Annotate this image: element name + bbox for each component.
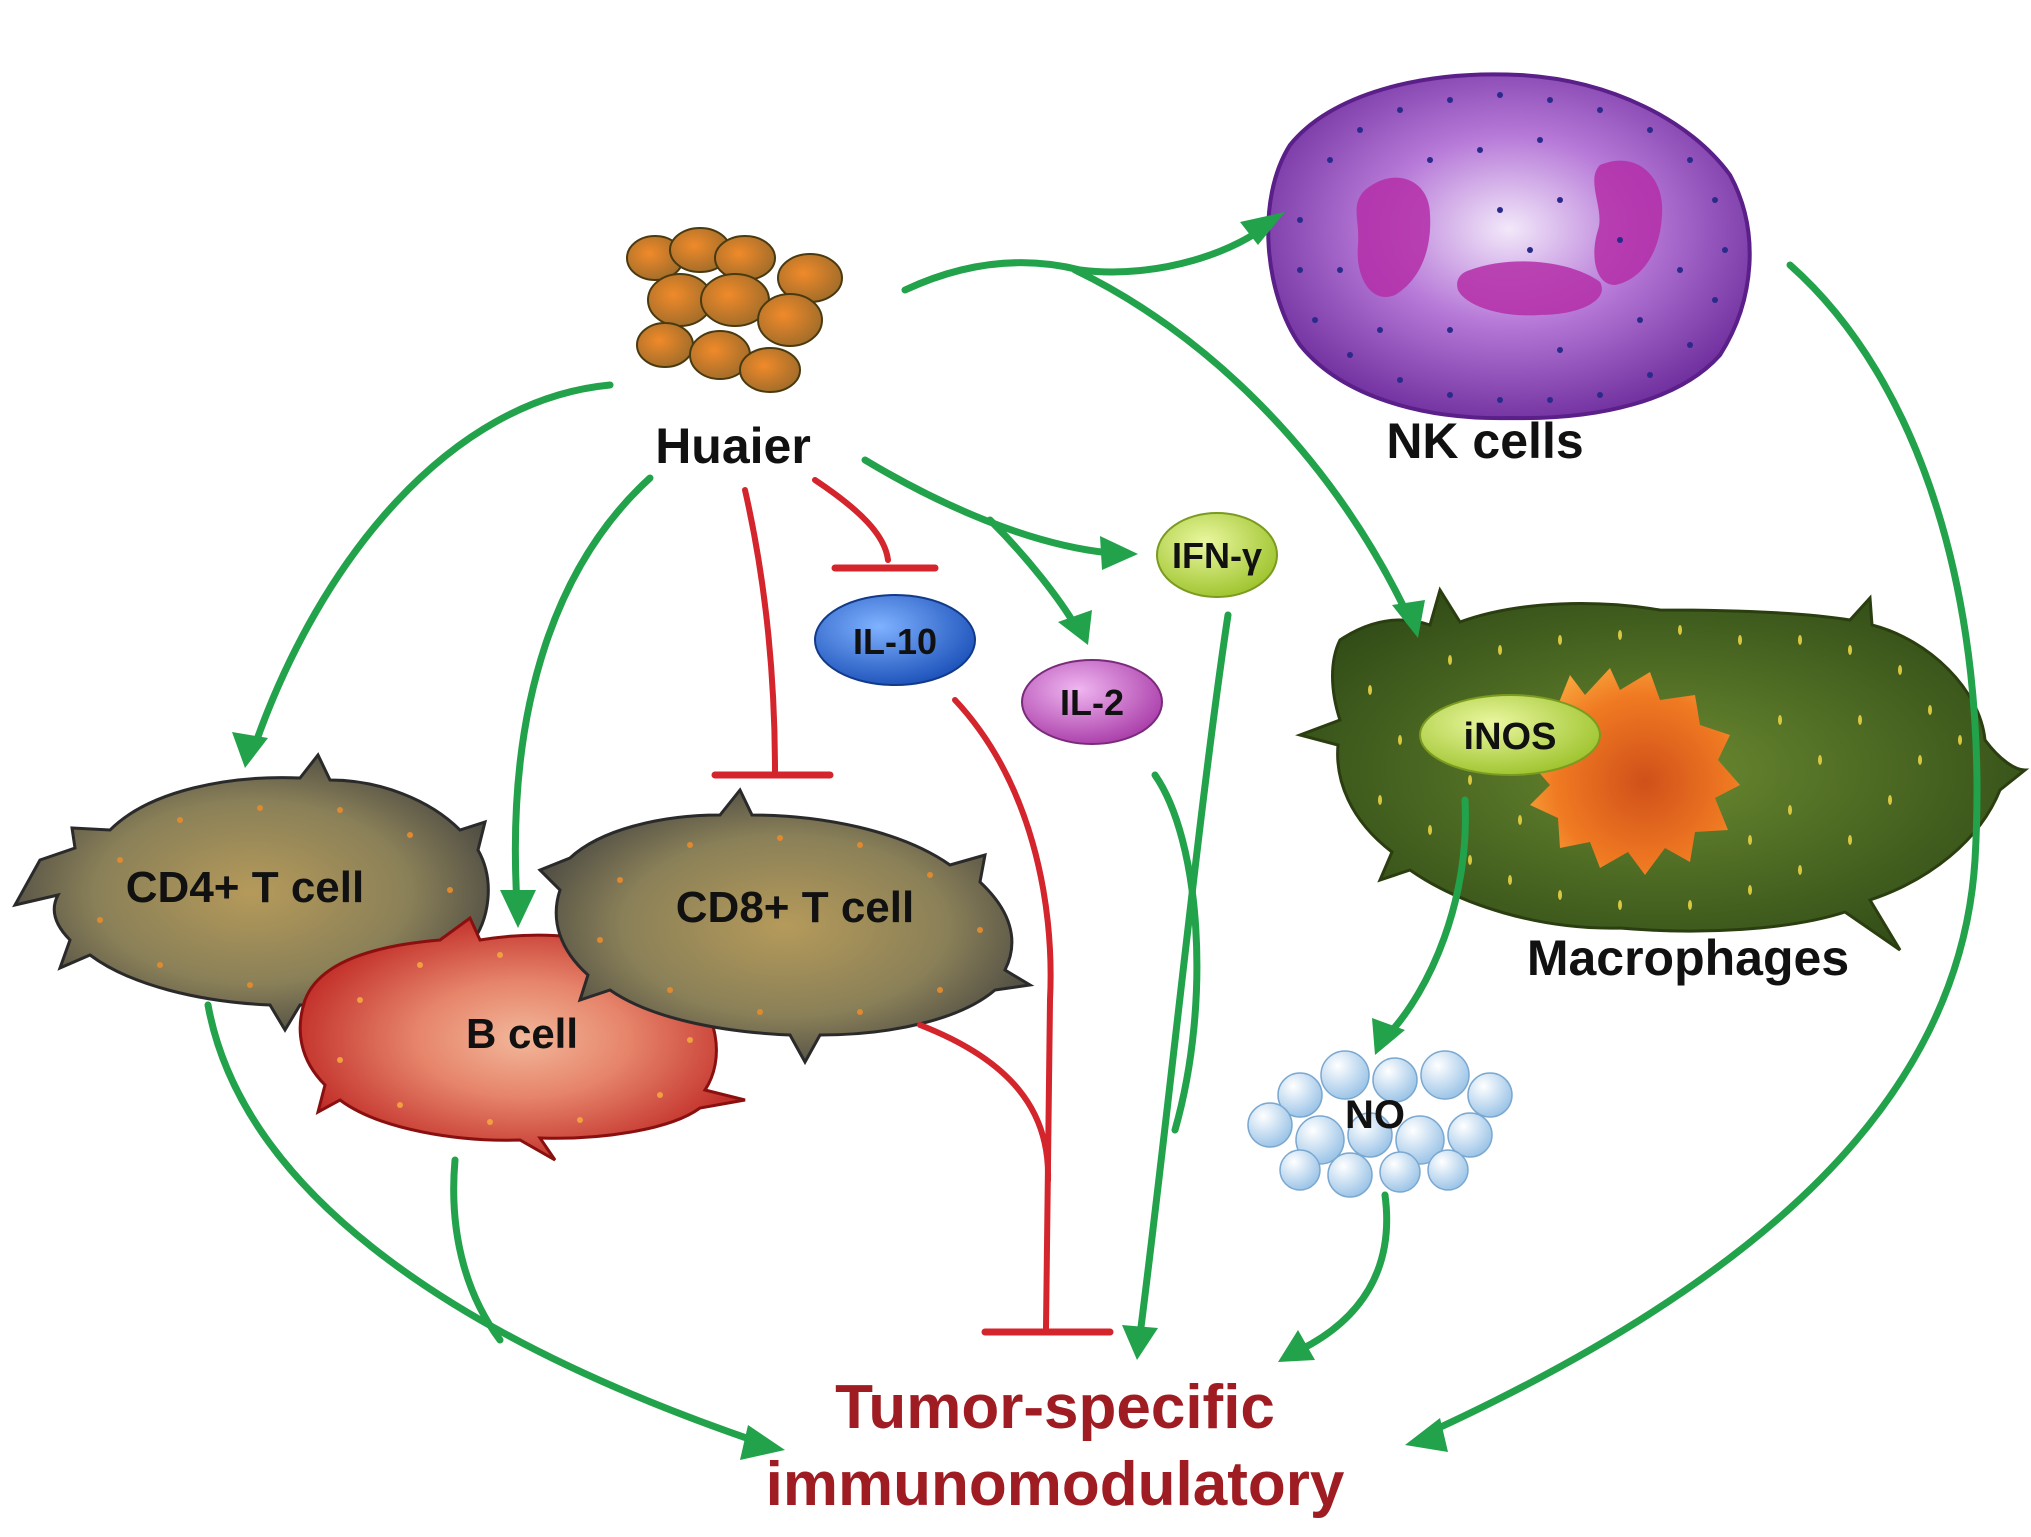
il2-oval xyxy=(1021,659,1163,745)
nk-cell xyxy=(1266,72,1752,421)
outcome-label-line2: immunomodulatory xyxy=(766,1450,1345,1519)
inos-oval xyxy=(1419,694,1601,776)
arrow-bcell-merge xyxy=(450,1156,504,1344)
inhibit-huaier-cd8 xyxy=(742,487,778,775)
activation-arrows xyxy=(204,212,1981,1460)
arrow-huaier-il2 xyxy=(986,516,1079,629)
arrow-no-outcome xyxy=(1296,1191,1391,1354)
arrow-cd4-outcome xyxy=(204,1001,762,1446)
inhibit-cd8-curve xyxy=(917,1022,1052,1183)
huaier-mushroom-icon xyxy=(626,227,843,393)
arrow-nk-outcome xyxy=(1426,261,1981,1436)
arrow-ifn-outcome xyxy=(1136,611,1232,1339)
arrow-huaier-cd4 xyxy=(251,381,614,749)
il10-label: IL-10 xyxy=(853,621,937,662)
outcome-label-line1: Tumor-specific xyxy=(835,1373,1275,1442)
macrophage xyxy=(1295,586,2030,952)
nk-cells-label: NK cells xyxy=(1386,413,1583,469)
cd4-label: CD4+ T cell xyxy=(126,863,364,912)
il2-label: IL-2 xyxy=(1060,682,1124,723)
ifn-gamma-oval xyxy=(1156,512,1278,598)
macrophages-label: Macrophages xyxy=(1527,930,1849,986)
inhibit-merged-stem xyxy=(1043,997,1053,1331)
ifn-gamma-label: IFN-γ xyxy=(1172,535,1262,576)
cd8-t-cell xyxy=(537,787,1035,1066)
il10-oval xyxy=(814,594,976,686)
arrow-inos-no xyxy=(1384,796,1469,1039)
no-label: NO xyxy=(1345,1093,1405,1137)
no-molecule-cluster-icon xyxy=(1247,1050,1513,1198)
arrow-huaier-bcell xyxy=(511,474,654,909)
huaier-label: Huaier xyxy=(655,418,811,474)
inhibition-lines xyxy=(711,477,1114,1336)
arrow-il2-merge xyxy=(1151,771,1201,1134)
b-cell-label: B cell xyxy=(466,1010,578,1057)
arrow-huaier-ifn xyxy=(861,456,1114,557)
cd8-label: CD8+ T cell xyxy=(676,883,914,932)
inhibit-il10-outcome xyxy=(952,697,1054,1003)
inhibit-huaier-il10 xyxy=(812,477,891,563)
inos-label: iNOS xyxy=(1464,716,1557,758)
arrow-huaier-macrophages xyxy=(1071,266,1414,624)
